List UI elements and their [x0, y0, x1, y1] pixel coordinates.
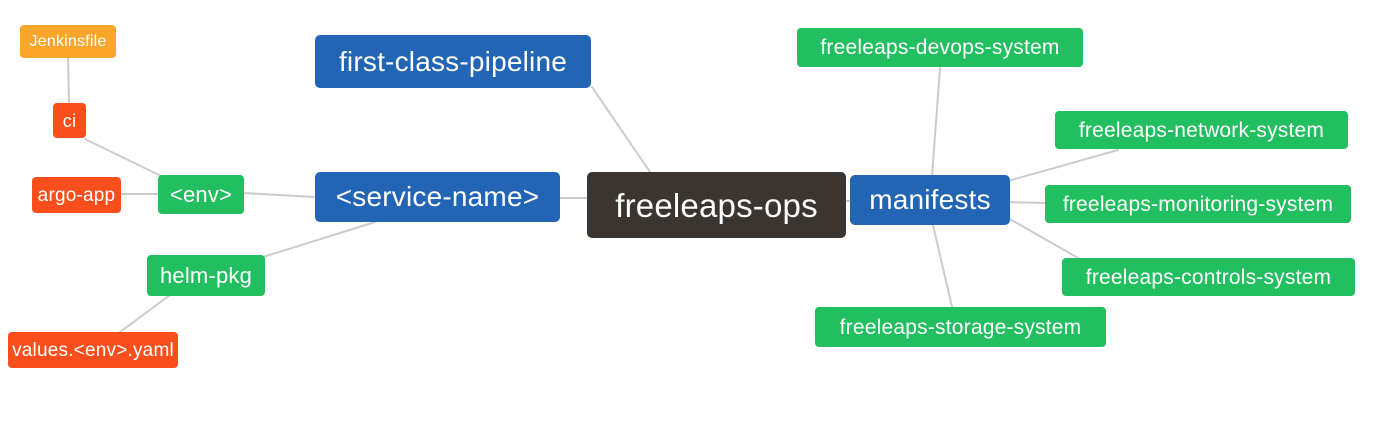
- node-freeleaps-monitoring-system[interactable]: freeleaps-monitoring-system: [1045, 185, 1351, 223]
- node-helm-pkg[interactable]: helm-pkg: [147, 255, 265, 296]
- edge: [84, 138, 162, 177]
- node-env[interactable]: <env>: [158, 175, 244, 214]
- node-freeleaps-controls-system[interactable]: freeleaps-controls-system: [1062, 258, 1355, 296]
- node-ci[interactable]: ci: [53, 103, 86, 138]
- edge: [1007, 149, 1119, 182]
- edge: [119, 294, 171, 333]
- node-freeleaps-storage-system[interactable]: freeleaps-storage-system: [815, 307, 1106, 347]
- node-first-class-pipeline[interactable]: first-class-pipeline: [315, 35, 591, 88]
- node-argo-app[interactable]: argo-app: [32, 177, 121, 213]
- node-jenkinsfile[interactable]: Jenkinsfile: [20, 25, 116, 58]
- node-values-env-yaml[interactable]: values.<env>.yaml: [8, 332, 178, 368]
- edge: [1007, 201, 1046, 204]
- edge: [931, 67, 941, 177]
- node-freeleaps-network-system[interactable]: freeleaps-network-system: [1055, 111, 1348, 149]
- edge: [591, 86, 651, 173]
- edge: [1007, 217, 1081, 260]
- edge: [932, 224, 953, 308]
- node-freeleaps-devops-system[interactable]: freeleaps-devops-system: [797, 28, 1083, 67]
- edge: [262, 221, 376, 258]
- node-service-name[interactable]: <service-name>: [315, 172, 560, 222]
- edge: [67, 56, 70, 104]
- edge: [242, 192, 316, 198]
- node-manifests[interactable]: manifests: [850, 175, 1010, 225]
- node-freeleaps-ops[interactable]: freeleaps-ops: [587, 172, 846, 238]
